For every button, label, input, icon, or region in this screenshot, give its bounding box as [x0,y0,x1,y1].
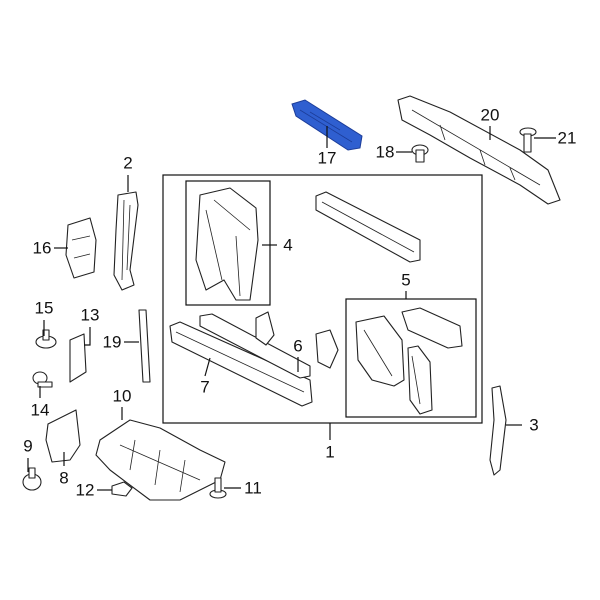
callout-1[interactable]: 1 [325,442,335,462]
part-7 [169,321,313,407]
callout-19[interactable]: 19 [102,332,122,352]
part-17-highlighted[interactable] [291,99,363,151]
callout-14[interactable]: 14 [30,400,50,420]
assembly-box-4 [185,180,271,306]
part-12 [111,481,133,497]
callout-4[interactable]: 4 [283,235,293,255]
callout-10[interactable]: 10 [112,386,132,406]
part-20 [397,95,561,205]
callout-12[interactable]: 12 [75,480,95,500]
part-19 [138,309,151,383]
callout-16[interactable]: 16 [32,238,52,258]
part-11 [209,477,227,499]
callout-13[interactable]: 13 [80,305,100,325]
assembly-box-1 [162,174,483,424]
callout-21[interactable]: 21 [557,128,577,148]
part-14 [32,371,53,388]
callout-17[interactable]: 17 [317,148,337,168]
callout-18[interactable]: 18 [375,142,395,162]
part-15 [35,329,57,349]
part-3 [489,385,507,476]
part-6 [199,313,311,379]
part-5-assembly [355,307,463,415]
part-9 [22,467,42,491]
assembly-box-5 [345,298,477,418]
callout-6[interactable]: 6 [293,336,303,356]
part-21 [519,127,537,153]
callout-15[interactable]: 15 [34,298,54,318]
part-16 [65,217,97,279]
part-8 [45,409,81,463]
callout-20[interactable]: 20 [480,105,500,125]
part-18 [411,144,429,163]
leader-lines [27,126,556,491]
callout-5[interactable]: 5 [401,270,411,290]
callout-9[interactable]: 9 [23,436,33,456]
callout-7[interactable]: 7 [200,377,210,397]
callout-3[interactable]: 3 [529,415,539,435]
part-bracket [255,311,339,369]
part-4-assembly [195,187,259,301]
part-2 [113,191,139,291]
callout-8[interactable]: 8 [59,468,69,488]
part-upper-crossmember [315,191,421,263]
part-13 [69,333,87,383]
callout-2[interactable]: 2 [123,153,133,173]
callout-11[interactable]: 11 [244,478,262,498]
